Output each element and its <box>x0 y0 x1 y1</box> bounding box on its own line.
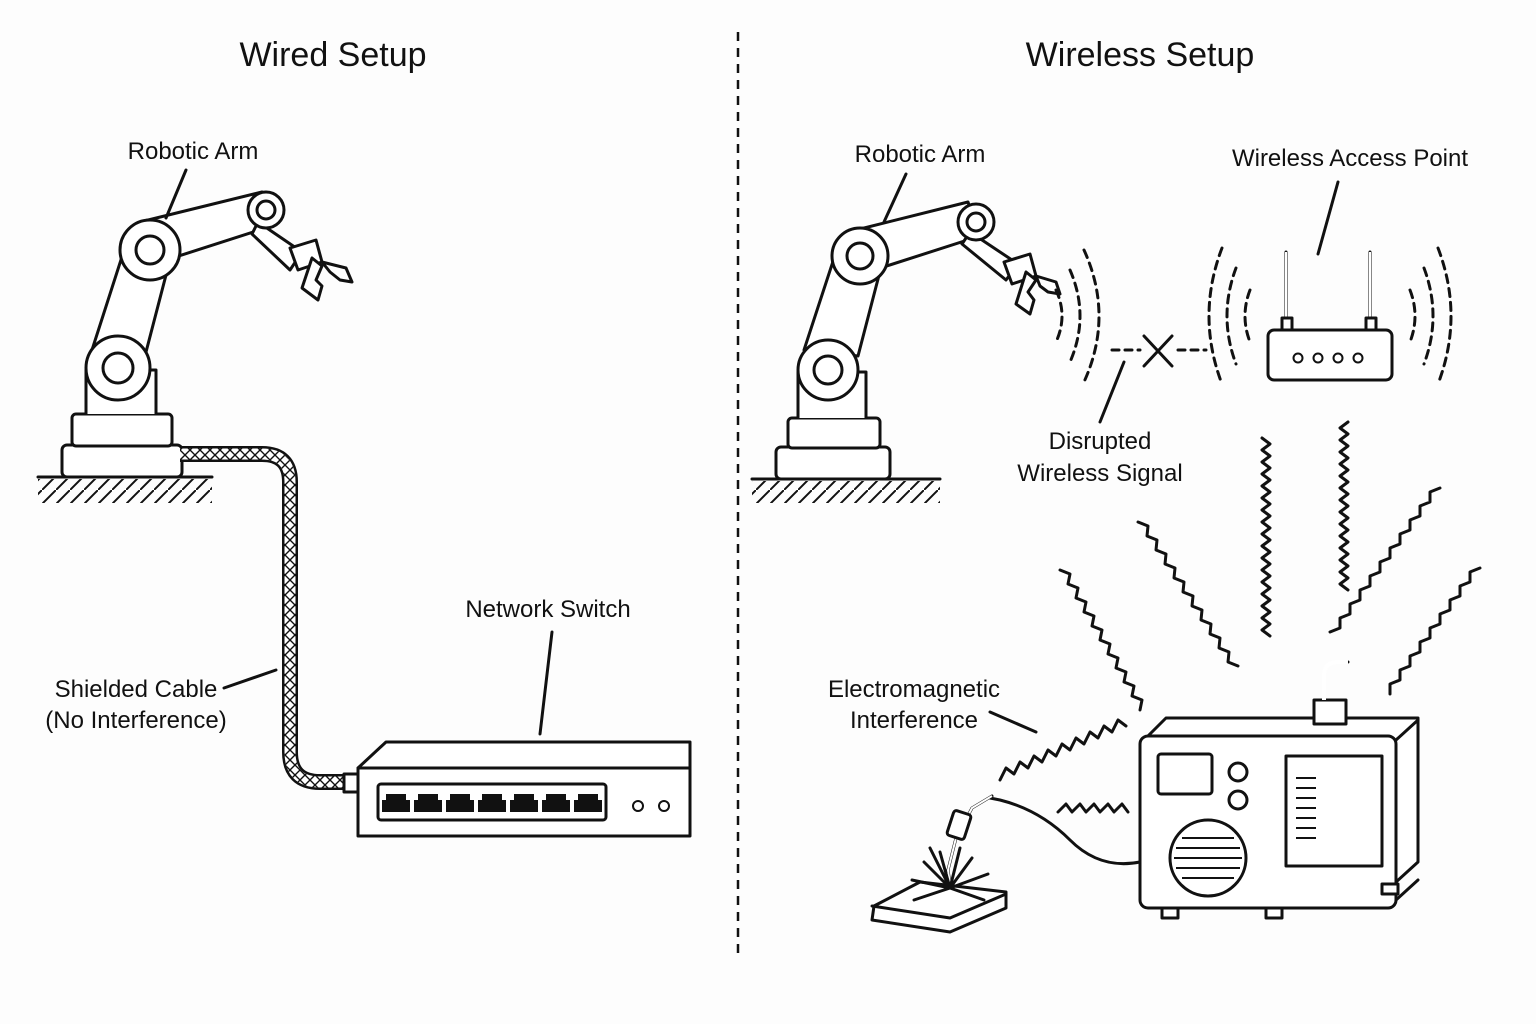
ethernet-port-icon <box>382 794 602 812</box>
disrupted-signal-sublabel: Wireless Signal <box>1017 460 1182 487</box>
robotic-arm-wired <box>36 190 354 503</box>
emi-label: Electromagnetic <box>828 676 1000 703</box>
disrupted-signal-label: Disrupted <box>1049 428 1152 455</box>
emi-zigzag-lines <box>998 420 1482 814</box>
shielded-cable-sublabel: (No Interference) <box>45 707 226 734</box>
control-knob-icon <box>1227 761 1249 783</box>
x-mark-icon <box>1142 334 1174 368</box>
robot-wireless-signal <box>1054 248 1101 384</box>
leader-line <box>1098 360 1126 424</box>
leader-line <box>222 668 278 690</box>
vent-panel <box>1284 754 1384 868</box>
shielded-cable <box>180 446 360 794</box>
wireless-access-point-label: Wireless Access Point <box>1232 145 1468 172</box>
wireless-access-point <box>1207 246 1453 386</box>
leader-line <box>882 172 908 224</box>
shielded-cable-label: Shielded Cable <box>55 676 218 703</box>
leader-line <box>538 630 554 736</box>
leader-line <box>988 710 1038 734</box>
welding-machine <box>1138 660 1420 920</box>
welding-sparks <box>870 846 1008 934</box>
control-knob-icon <box>1227 789 1249 811</box>
welding-torch <box>945 794 1142 886</box>
status-led-icon <box>658 800 670 812</box>
wired-setup-title: Wired Setup <box>239 36 426 74</box>
robotic-arm-label-wired: Robotic Arm <box>128 138 259 165</box>
status-led-icon <box>632 800 644 812</box>
robotic-arm-wireless <box>750 200 1062 503</box>
network-switch <box>356 740 692 838</box>
leader-line <box>164 168 188 220</box>
robotic-arm-label-wireless: Robotic Arm <box>855 141 986 168</box>
disrupted-link <box>1110 334 1208 368</box>
network-switch-label: Network Switch <box>465 596 630 623</box>
leader-line <box>1316 180 1340 256</box>
display-screen <box>1156 752 1214 796</box>
emi-sublabel: Interference <box>850 707 978 734</box>
wireless-setup-title: Wireless Setup <box>1026 36 1255 74</box>
